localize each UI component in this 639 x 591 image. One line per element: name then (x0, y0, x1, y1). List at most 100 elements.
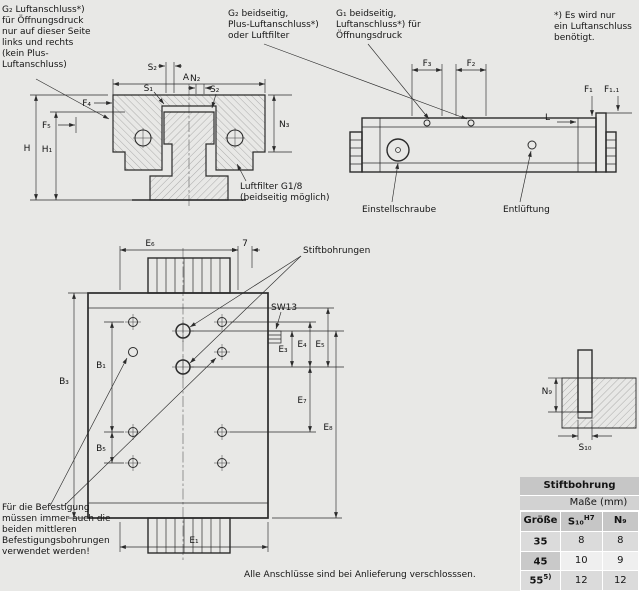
note-line: nur auf dieser Seite (2, 27, 91, 37)
note-line: für Öffnungsdruck (2, 15, 84, 26)
note-line: Für die Befestigung (2, 503, 90, 513)
col-header-n9: N₉ (601, 511, 639, 532)
note-luftfilter: Luftfilter G1/8 (beidseitig möglich) (236, 163, 329, 203)
dim-f1-1-label: F₁.₁ (604, 85, 620, 95)
dim-e5-label: E₅ (315, 340, 325, 350)
carriage-side-body (361, 117, 597, 173)
note-g2-opening-pressure: G₂ Luftanschluss*) für Öffnungsdruck nur… (2, 5, 110, 120)
note-footnote-star: *) Es wird nur ein Luftanschluss benötig… (554, 11, 632, 43)
block-cross-section (561, 377, 637, 429)
dim-F4: F₄ (82, 99, 112, 109)
note-line: G₁ beidseitig, (336, 9, 396, 19)
dim-s1-label: S₁ (144, 84, 154, 94)
dim-s2-top-label: S₂ (148, 63, 158, 73)
size-cell: 45 (520, 550, 561, 572)
note-line: G₂ Luftanschluss*) (2, 5, 85, 15)
dim-F5: F₅ (42, 117, 77, 133)
note-line: oder Luftfilter (228, 31, 290, 41)
side-view: G₂ beidseitig, Plus-Luftanschluss*) oder… (228, 9, 632, 215)
einstellschraube-label: Einstellschraube (362, 205, 437, 215)
size-cell: 35 (520, 530, 561, 552)
sw13-port: SW13 (267, 303, 297, 344)
dim-a-label: A (183, 73, 190, 83)
table-row: 555) 12 12 (520, 570, 639, 591)
dim-N9: N₉ (542, 377, 578, 413)
dim-E4: E₄ (297, 322, 312, 367)
dim-H: H (24, 94, 132, 201)
note-line: verwendet werden! (2, 547, 90, 557)
dim-E5: E₅ (315, 308, 330, 367)
dim-E6: E₆ (119, 239, 239, 290)
dim-e3-label: E₃ (278, 345, 288, 355)
note-befestigung: Für die Befestigung müssen immer auch di… (2, 357, 217, 557)
adjustment-screw (386, 138, 410, 162)
pin-bore-detail-view: N₉ S₁₀ (542, 349, 637, 453)
dim-n2-label: N₂ (190, 74, 201, 84)
note-line: Plus-Luftanschluss*) (228, 20, 319, 30)
table-row: 45 10 9 (520, 550, 639, 572)
air-port-1 (423, 119, 431, 127)
note-line: benötigt. (554, 33, 595, 43)
dim-N3: N₃ (268, 94, 292, 153)
note-line: müssen immer auch die (2, 514, 111, 524)
col-header-groesse: Größe (520, 511, 561, 532)
stiftbohrungen-label: Stiftbohrungen (303, 246, 370, 256)
label-entlueftung: Entlüftung (503, 150, 550, 215)
s10-cell: 10 (559, 550, 603, 572)
dim-E7: E₇ (297, 367, 312, 432)
s10-cell: 8 (559, 530, 603, 552)
dim-7-label: 7 (242, 239, 248, 249)
rail-cross-section (149, 111, 229, 201)
dim-F1-1: F₁.₁ (604, 85, 632, 114)
note-line: links und rechts (2, 38, 74, 48)
dim-e6-label: E₆ (145, 239, 155, 249)
label-stiftbohrungen: Stiftbohrungen (189, 246, 370, 364)
dim-E8: E₈ (323, 331, 338, 518)
note-line: (beidseitig möglich) (240, 193, 329, 203)
dim-b3-label: B₃ (59, 377, 69, 387)
dim-e8-label: E₈ (323, 423, 333, 433)
dim-B1: B₁ (96, 322, 114, 432)
dim-7: 7 (230, 239, 260, 268)
dim-f3-label: F₃ (423, 59, 432, 69)
dim-S2-right: S₂ (210, 85, 220, 109)
delivery-note: Alle Anschlüsse sind bei Anlieferung ver… (244, 570, 476, 580)
dim-h-label: H (24, 144, 31, 154)
s10-cell: 12 (559, 570, 603, 591)
pin-table-header-row: Größe S₁₀H7 N₉ (520, 511, 639, 532)
dim-B5: B₅ (96, 432, 114, 463)
table-row: 35 8 8 (520, 530, 639, 552)
note-line: Luftfilter G1/8 (240, 182, 303, 192)
dim-S1: S₁ (144, 84, 165, 105)
rail-end-right (605, 131, 617, 173)
note-line: ein Luftanschluss (554, 22, 632, 32)
note-line: Befestigungsbohrungen (2, 536, 110, 546)
note-g2-plus-air: G₂ beidseitig, Plus-Luftanschluss*) oder… (228, 9, 468, 120)
front-section-view: A H H₁ F₄ F₅ (2, 5, 329, 206)
dim-e1-label: E₁ (189, 536, 199, 546)
dowel-pin (577, 349, 593, 413)
pin-bore-table: Stiftbohrung Maße (mm) Größe S₁₀H7 N₉ 35… (520, 477, 639, 591)
dim-A: A (112, 73, 266, 106)
carriage-cross-section (112, 94, 266, 171)
note-line: (kein Plus- (2, 49, 49, 59)
dim-E3: E₃ (278, 331, 294, 367)
n9-cell: 12 (601, 570, 639, 591)
col-header-s10: S₁₀H7 (559, 511, 603, 532)
pin-table-units: Maße (mm) (520, 495, 639, 511)
n9-cell: 9 (601, 550, 639, 572)
dim-b5-label: B₅ (96, 444, 106, 454)
note-line: beiden mittleren (2, 525, 77, 535)
dim-f2-label: F₂ (467, 59, 476, 69)
dim-L: L (545, 113, 576, 124)
dim-l-label: L (545, 113, 550, 123)
dim-n3-label: N₃ (279, 120, 290, 130)
air-port-2 (467, 119, 475, 127)
dim-S10: S₁₀ (558, 420, 612, 453)
label-einstellschraube: Einstellschraube (362, 162, 437, 215)
dim-F2: F₂ (455, 59, 487, 116)
dim-N2: N₂ (188, 74, 212, 94)
dim-E1: E₁ (119, 522, 269, 552)
